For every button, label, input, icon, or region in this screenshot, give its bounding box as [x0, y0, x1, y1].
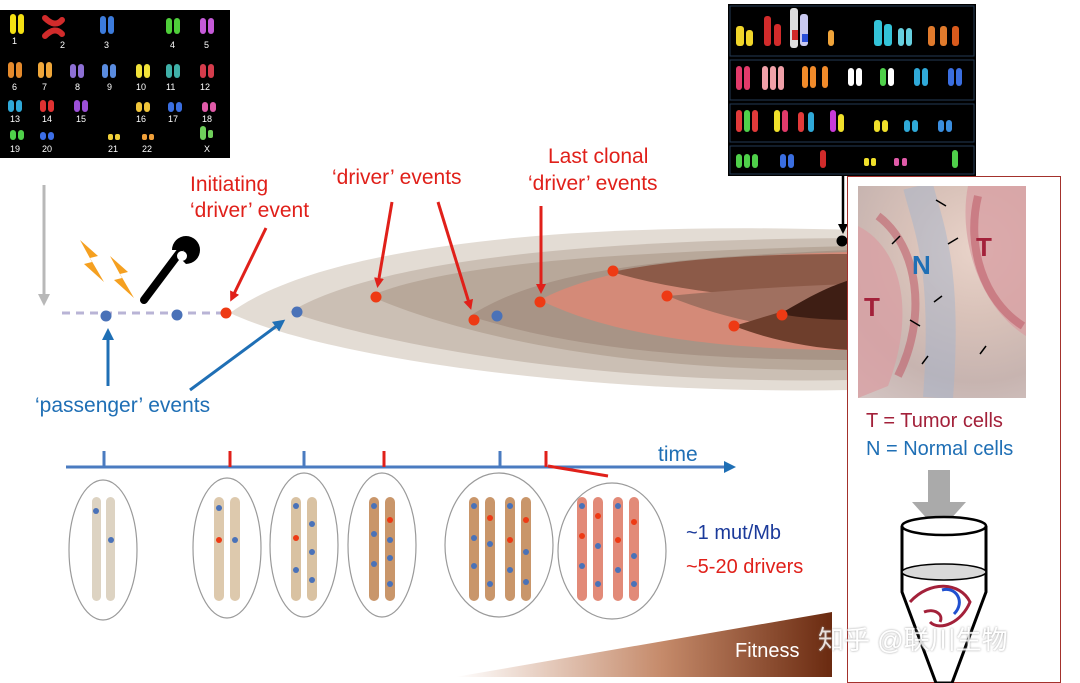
chromosome-number: 5 — [204, 40, 210, 50]
passenger-mutation-dot — [291, 306, 303, 318]
last-clonal-driver-label: Last clonal ‘driver’ events — [528, 145, 658, 195]
time-axis-label: time — [658, 443, 698, 466]
driver-mutation-dot — [468, 314, 480, 326]
cell-stage-1 — [68, 479, 138, 621]
chromosome-number: 16 — [136, 114, 147, 124]
chromosome-number: 13 — [10, 114, 21, 124]
driver-mutation-dot — [220, 307, 232, 319]
chromosome-number: 9 — [107, 82, 113, 92]
chromosome-number: 8 — [75, 82, 81, 92]
sampling-point-dot — [836, 235, 848, 247]
passenger-events-label: ‘passenger’ events — [35, 394, 211, 417]
tumor-karyotype-image — [728, 4, 976, 176]
wrench-icon — [140, 236, 200, 304]
cell-stage-3 — [269, 472, 339, 618]
chromosome-number: 7 — [42, 82, 48, 92]
passenger-event-arrow — [189, 319, 286, 392]
normal-karyotype-chromosomes — [8, 14, 216, 140]
cell-stage-2 — [192, 477, 262, 619]
chromosome-number: 21 — [108, 144, 119, 154]
passenger-mutation-dot — [171, 309, 183, 321]
driver-count-label: ~5-20 drivers — [686, 556, 804, 578]
chromosome-number: 10 — [136, 82, 147, 92]
fitness-label: Fitness — [735, 640, 800, 662]
chromosome-number: 11 — [166, 82, 176, 92]
chromosome-number: 19 — [10, 144, 21, 154]
cell-stage-4 — [347, 472, 417, 618]
driver-mutation-dot — [607, 265, 619, 277]
tube-body-icon — [900, 526, 988, 683]
chromosome-number: 14 — [42, 114, 53, 124]
passenger-mutation-dot — [491, 310, 503, 322]
driver-tick — [547, 464, 609, 478]
tube-icon — [900, 515, 988, 537]
chromosome-number: X — [204, 144, 211, 154]
passenger-mutation-dot — [100, 310, 112, 322]
driver-mutation-dot — [370, 291, 382, 303]
normal-cells-key: N = Normal cells — [866, 438, 1014, 460]
cell-stage-6 — [557, 482, 667, 620]
cell-stage-5 — [444, 472, 554, 618]
chromosome-number: 3 — [104, 40, 110, 50]
chromosome-number: 2 — [60, 40, 66, 50]
chromosome-number: 17 — [168, 114, 179, 124]
chromosome-number: 4 — [170, 40, 176, 50]
tumor-karyotype-chromosomes — [729, 5, 975, 175]
chromosome-number: 18 — [202, 114, 213, 124]
initiating-driver-arrow — [230, 227, 268, 302]
chromosome-number: 20 — [42, 144, 53, 154]
driver-event-arrow — [436, 201, 474, 310]
chromosome-number: 15 — [76, 114, 87, 124]
chromosome-number: 12 — [200, 82, 211, 92]
driver-mutation-dot — [661, 290, 673, 302]
chromosome-number: 22 — [142, 144, 153, 154]
driver-mutation-dot — [534, 296, 546, 308]
normal-region-label: N — [912, 250, 931, 280]
lightning-icon — [110, 256, 134, 298]
tumor-histology-image: T N T — [858, 186, 1026, 398]
tumor-region-label: T — [976, 232, 992, 262]
driver-mutation-dot — [776, 309, 788, 321]
driver-events-label: ‘driver’ events — [332, 166, 462, 189]
clone-expansion-shapes — [230, 228, 850, 391]
normal-karyotype-image: 1 2 3 4 5 6 7 8 9 10 11 12 13 14 15 16 1… — [0, 10, 230, 158]
mutation-rate-label: ~1 mut/Mb — [686, 522, 782, 544]
driver-mutation-dot — [728, 320, 740, 332]
sample-tube-illustration — [900, 470, 988, 683]
chromosome-number: 6 — [12, 82, 18, 92]
tumor-region-label: T — [864, 292, 880, 322]
histology-texture — [858, 186, 1026, 398]
driver-event-arrow — [374, 201, 394, 288]
tumor-cells-key: T = Tumor cells — [866, 410, 1003, 432]
watermark-text: 知乎 @联川生物 — [818, 625, 1008, 655]
lightning-icon — [80, 240, 104, 282]
fitness-gradient-wedge — [455, 612, 832, 677]
chromosome-number: 1 — [12, 36, 18, 46]
tissue-fragment-icon — [908, 584, 972, 628]
initiating-driver-label: Initiating ‘driver’ event — [190, 173, 310, 222]
